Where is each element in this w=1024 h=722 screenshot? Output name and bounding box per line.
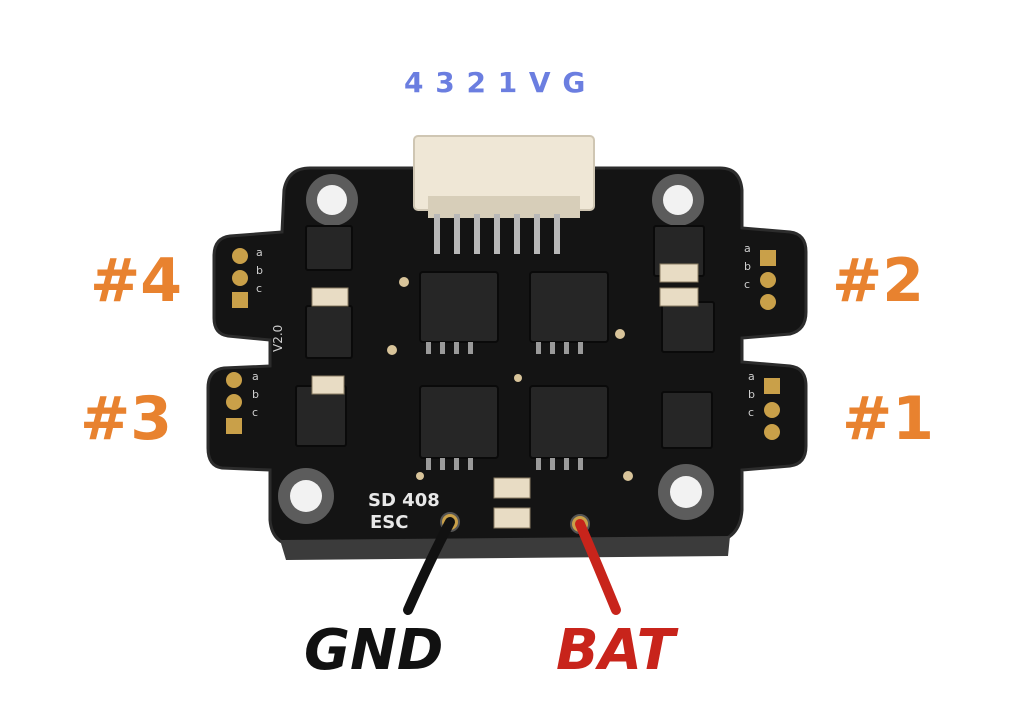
- mounting-hole-tl: [306, 174, 358, 226]
- silk-model: SD 408: [368, 490, 440, 511]
- pad-letter: c: [744, 278, 750, 291]
- silk-version: V2.0: [271, 325, 285, 352]
- motor-label-2: #2: [832, 246, 925, 316]
- capacitors: [311, 263, 699, 529]
- pad-letter: a: [252, 370, 259, 383]
- motor-label-3: #3: [80, 384, 173, 454]
- pad-letter: a: [256, 246, 263, 259]
- gnd-label: GND: [304, 618, 444, 683]
- connector-pin-labels: 4 3 2 1 V G: [404, 66, 587, 99]
- gnd-wire: [403, 517, 455, 615]
- pad-letter: c: [748, 406, 754, 419]
- pad-letter: b: [744, 260, 751, 273]
- motor-pads-1: [764, 378, 780, 440]
- motor-pads-2: [760, 250, 776, 310]
- pad-letter: b: [256, 264, 263, 277]
- pad-letter: a: [744, 242, 751, 255]
- bat-wire: [575, 519, 621, 615]
- mounting-hole-tr: [652, 174, 704, 226]
- motor-pads-4: [232, 248, 248, 308]
- pad-letter: c: [256, 282, 262, 295]
- silk-esc: ESC: [370, 512, 408, 533]
- connector-housing: [413, 135, 595, 254]
- mosfet-chips: [295, 225, 715, 459]
- mounting-hole-bl: [278, 468, 334, 524]
- motor-label-4: #4: [90, 246, 183, 316]
- pad-letter: b: [748, 388, 755, 401]
- motor-pads-3: [226, 372, 242, 434]
- pad-letter: a: [748, 370, 755, 383]
- bat-label: BAT: [556, 618, 675, 683]
- mounting-hole-br: [658, 464, 714, 520]
- pad-letter: c: [252, 406, 258, 419]
- motor-label-1: #1: [842, 384, 935, 454]
- pad-letter: b: [252, 388, 259, 401]
